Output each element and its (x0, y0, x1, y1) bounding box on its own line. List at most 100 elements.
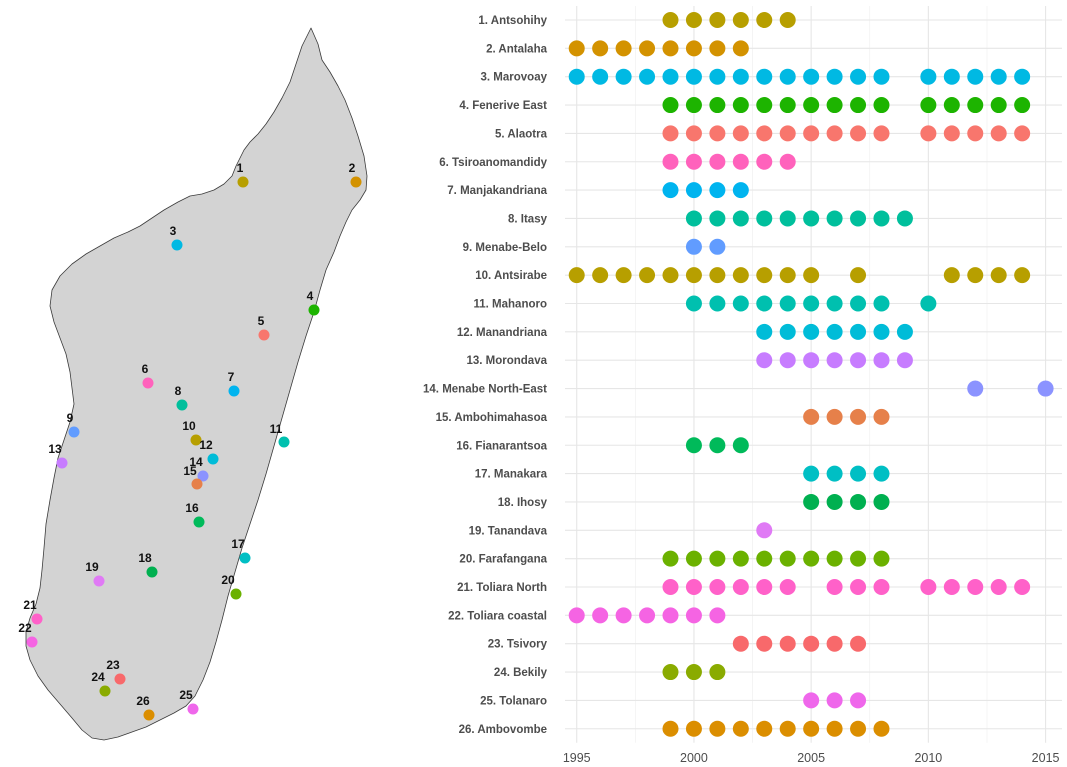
survey-point (732, 579, 749, 595)
survey-point (990, 579, 1007, 595)
survey-point (685, 295, 702, 312)
survey-point (756, 352, 773, 369)
survey-point (685, 550, 702, 567)
survey-point (709, 579, 726, 595)
map-marker-16 (193, 516, 205, 528)
survey-point (850, 465, 867, 482)
survey-point (826, 692, 843, 709)
survey-point (943, 125, 960, 142)
map-marker-3 (171, 239, 183, 251)
survey-point (709, 68, 726, 85)
survey-point (850, 97, 867, 114)
row-label: 8. Itasy (508, 213, 548, 225)
survey-point (662, 12, 679, 28)
survey-point (873, 465, 890, 482)
survey-point (779, 12, 796, 28)
row-label: 1. Antsohihy (478, 15, 547, 27)
survey-point (639, 607, 656, 624)
map-marker-14 (197, 470, 209, 482)
survey-point (685, 40, 702, 57)
survey-point (850, 635, 867, 652)
map-marker-label-2: 2 (349, 161, 356, 175)
survey-point (756, 323, 773, 340)
survey-point (756, 97, 773, 114)
map-marker-5 (258, 329, 270, 341)
survey-point (1014, 125, 1031, 142)
survey-point (685, 664, 702, 681)
survey-point (850, 550, 867, 567)
map-marker-label-14: 14 (189, 455, 203, 469)
map-marker-19 (93, 575, 105, 587)
survey-point (873, 352, 890, 369)
survey-point (779, 550, 796, 567)
survey-point (826, 635, 843, 652)
survey-point (756, 125, 773, 142)
map-marker-label-17: 17 (231, 537, 245, 551)
survey-point (662, 550, 679, 567)
map-marker-17 (239, 552, 251, 564)
survey-point (850, 267, 867, 284)
survey-point (850, 408, 867, 425)
row-label: 24. Bekily (494, 667, 548, 679)
survey-point (826, 97, 843, 114)
survey-point (896, 210, 913, 227)
survey-point (732, 210, 749, 227)
row-label: 15. Ambohimahasoa (436, 412, 548, 424)
survey-point (826, 68, 843, 85)
x-tick-label: 2015 (1032, 751, 1060, 765)
survey-point (896, 323, 913, 340)
survey-point (756, 153, 773, 170)
survey-point (1014, 68, 1031, 85)
map-marker-label-22: 22 (18, 621, 32, 635)
survey-point (709, 125, 726, 142)
row-label: 17. Manakara (475, 469, 548, 481)
survey-point (662, 125, 679, 142)
survey-point (920, 579, 937, 595)
survey-point (639, 267, 656, 284)
survey-point (732, 720, 749, 737)
survey-point (662, 182, 679, 199)
survey-point (685, 238, 702, 255)
survey-point (779, 323, 796, 340)
survey-point (592, 607, 609, 624)
survey-point (967, 97, 984, 114)
row-label: 19. Tanandava (469, 525, 548, 537)
survey-point (803, 352, 820, 369)
survey-point (662, 607, 679, 624)
survey-point (850, 352, 867, 369)
map-marker-label-4: 4 (307, 289, 314, 303)
map-marker-15 (191, 478, 203, 490)
map-marker-20 (230, 588, 242, 600)
survey-point (732, 295, 749, 312)
map-marker-label-7: 7 (228, 370, 235, 384)
survey-point (756, 522, 773, 539)
survey-point (732, 68, 749, 85)
survey-point (990, 125, 1007, 142)
survey-point (826, 323, 843, 340)
survey-point (826, 579, 843, 595)
survey-point (662, 153, 679, 170)
survey-point (920, 125, 937, 142)
survey-point (779, 635, 796, 652)
row-label: 26. Ambovombe (459, 724, 547, 736)
survey-point (850, 68, 867, 85)
survey-point (709, 182, 726, 199)
row-label: 20. Farafangana (459, 554, 547, 566)
survey-point (826, 720, 843, 737)
survey-point (779, 352, 796, 369)
map-marker-11 (278, 436, 290, 448)
survey-point (709, 12, 726, 28)
survey-point (732, 182, 749, 199)
survey-point (967, 579, 984, 595)
survey-point (850, 579, 867, 595)
survey-point (568, 607, 585, 624)
survey-point (709, 97, 726, 114)
map-marker-label-9: 9 (67, 411, 74, 425)
survey-point (803, 493, 820, 510)
survey-point (779, 295, 796, 312)
map-marker-label-19: 19 (85, 560, 99, 574)
map-marker-21 (31, 613, 43, 625)
